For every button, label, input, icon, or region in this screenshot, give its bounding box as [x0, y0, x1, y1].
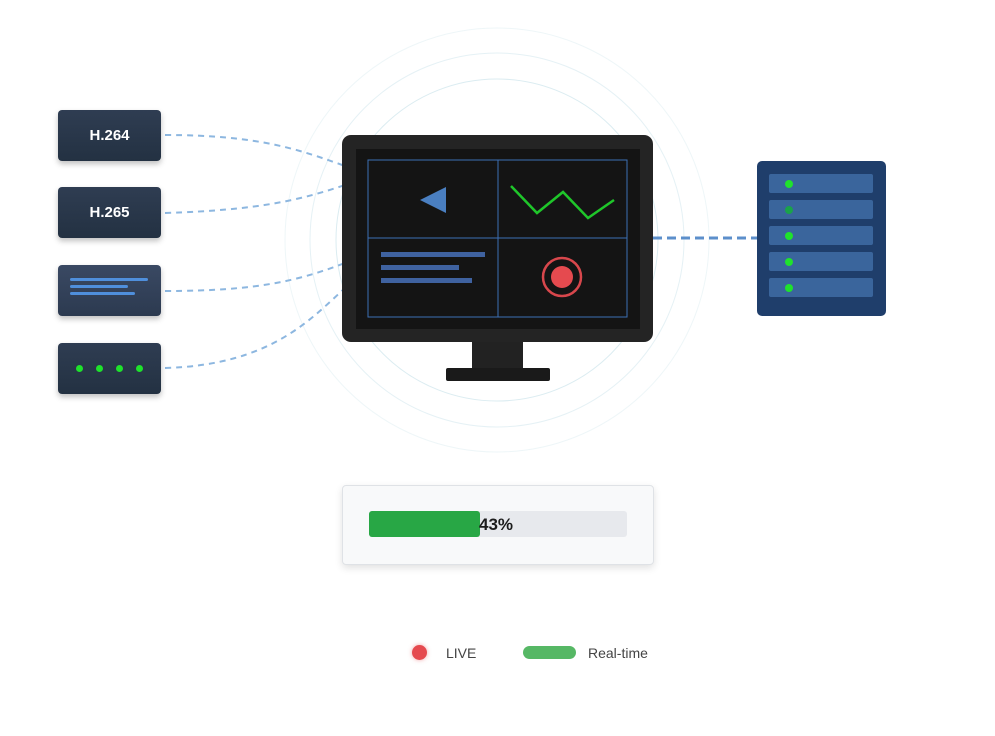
text-lines-icon — [70, 278, 150, 299]
play-icon — [420, 187, 446, 213]
text-lines-icon — [381, 252, 485, 283]
text-source-box — [58, 265, 161, 316]
server-status-leds — [785, 180, 793, 292]
signal-rings — [284, 27, 710, 453]
monitor-stand-base — [446, 368, 550, 381]
server-slots — [769, 174, 873, 297]
codec-h265-box: H.265 — [58, 187, 161, 238]
waveform-icon — [510, 185, 615, 220]
source-connectors — [164, 134, 346, 369]
progress-fill — [369, 511, 480, 537]
monitor — [342, 135, 653, 381]
legend-live-label: LIVE — [446, 645, 477, 661]
codec-h264-label: H.264 — [89, 127, 130, 144]
connector-1 — [164, 134, 346, 167]
progress-percent: 43% — [479, 515, 514, 534]
connector-2 — [164, 184, 346, 214]
codec-h265-label: H.265 — [89, 204, 130, 221]
progress-card: 43% — [342, 485, 654, 565]
record-icon — [541, 256, 583, 298]
live-indicator-icon — [412, 645, 427, 660]
legend-realtime-label: Real-time — [588, 645, 648, 661]
progress-bar: 43% — [369, 511, 627, 537]
legend: LIVE Real-time — [0, 643, 995, 663]
realtime-indicator-icon — [523, 646, 576, 659]
server-rack-icon — [757, 161, 886, 316]
connector-4 — [164, 287, 346, 369]
codec-h264-box: H.264 — [58, 110, 161, 161]
connector-3 — [164, 262, 346, 292]
dots-source-box — [58, 343, 161, 394]
dots-icon — [76, 365, 143, 372]
